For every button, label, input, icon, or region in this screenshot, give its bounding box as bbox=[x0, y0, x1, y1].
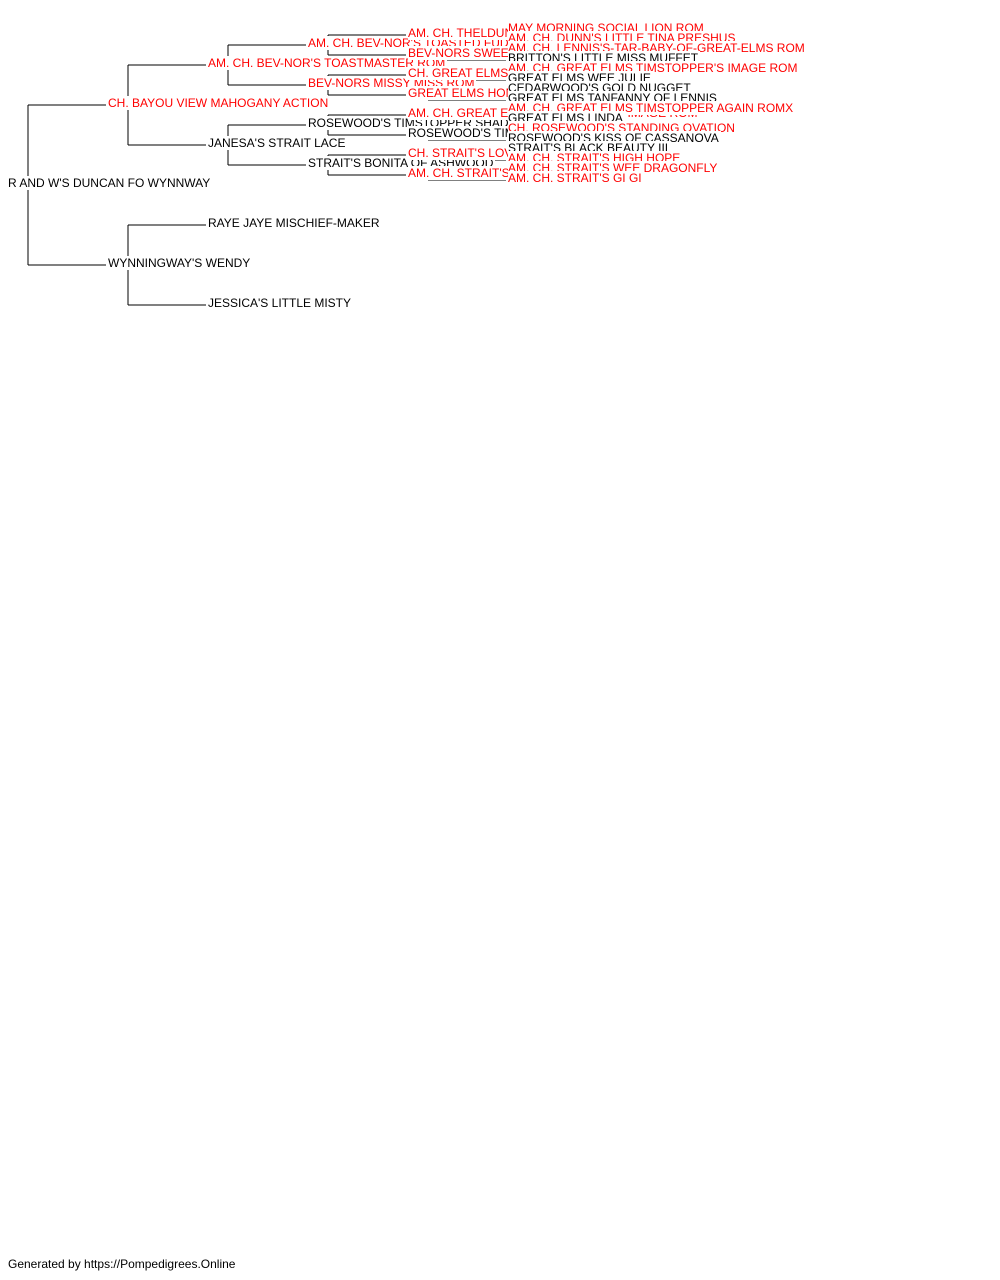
dam-name: JANESA'S STRAIT LACE bbox=[208, 136, 348, 150]
footer-credit: Generated by https://Pompedigrees.Online bbox=[8, 1257, 236, 1271]
sire-name: RAYE JAYE MISCHIEF-MAKER bbox=[208, 216, 382, 230]
dam-name: JESSICA'S LITTLE MISTY bbox=[208, 296, 353, 310]
sire-name: CH. BAYOU VIEW MAHOGANY ACTION bbox=[108, 96, 331, 110]
subject-name: R AND W'S DUNCAN FO WYNNWAY bbox=[8, 176, 213, 190]
sire-name: AM. CH. BEV-NOR'S TOASTMASTER ROM bbox=[208, 56, 448, 70]
dam-name: AM. CH. STRAIT'S GI GI bbox=[508, 171, 644, 185]
dam-name: WYNNINGWAY'S WENDY bbox=[108, 256, 253, 270]
